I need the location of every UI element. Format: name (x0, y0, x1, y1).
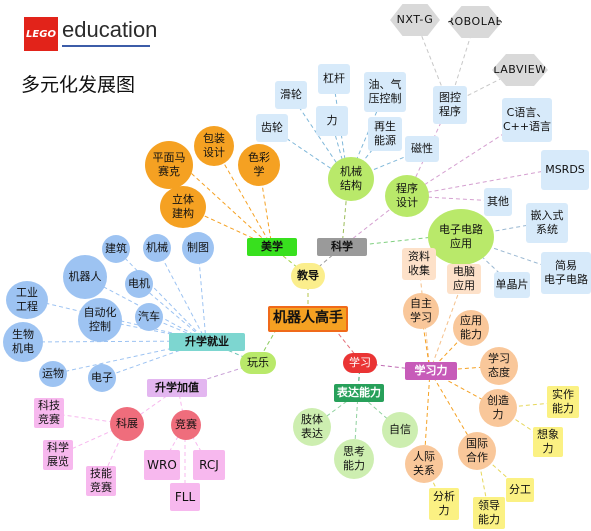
node-analysis-ability: 分析力 (429, 488, 459, 520)
node-science: 科学 (317, 238, 367, 256)
node-programming: 程序设计 (385, 175, 429, 217)
node-embedded-system: 嵌入式系统 (526, 203, 568, 243)
node-automation-control: 自动化控制 (78, 298, 122, 342)
node-color: 色彩学 (238, 144, 280, 186)
node-lever: 杠杆 (318, 64, 350, 94)
node-learning-attitude: 学习态度 (480, 347, 518, 385)
node-biomechanical: 生物机电 (3, 322, 43, 362)
node-employment: 升学就业 (169, 333, 245, 351)
node-division-of-labor: 分工 (506, 478, 534, 502)
node-electronics: 电子电路应用 (428, 209, 494, 265)
node-flat-mosaic: 平面马赛克 (145, 141, 193, 189)
node-body-language: 肢体表达 (293, 408, 331, 446)
node-science-exhibition: 科学展览 (43, 440, 73, 470)
node-machinery: 机械 (143, 234, 171, 262)
node-industrial-engineering: 工业工程 (6, 281, 48, 319)
node-motor: 电机 (125, 270, 153, 298)
brand-name: education (62, 17, 158, 42)
node-gear: 齿轮 (256, 114, 288, 142)
node-hydraulic: 油、气压控制 (364, 72, 406, 112)
node-self-study: 自主学习 (403, 293, 439, 329)
node-science-fair: 科展 (110, 407, 144, 441)
node-3d-modeling: 立体建构 (160, 186, 206, 228)
node-center: 机器人高手 (268, 306, 348, 332)
node-international-cooperation: 国际合作 (458, 432, 496, 470)
node-practical-ability: 实作能力 (547, 386, 579, 418)
lego-logo: LEGO (24, 17, 58, 51)
node-msrds: MSRDS (541, 150, 589, 190)
node-expression: 表达能力 (334, 384, 384, 402)
node-automobile: 汽车 (135, 303, 163, 331)
node-leadership: 领导能力 (473, 497, 505, 529)
brand-underline (62, 45, 150, 47)
node-other: 其他 (484, 188, 512, 216)
node-robot: 机器人 (63, 255, 107, 299)
node-computer-application: 电脑应用 (447, 264, 481, 294)
node-logistics: 运物 (39, 361, 67, 387)
node-teaching: 教导 (291, 263, 325, 289)
node-renewable-energy: 再生能源 (368, 117, 402, 151)
node-confidence: 自信 (382, 412, 418, 448)
node-info-collection: 资料收集 (402, 248, 436, 280)
node-electronics-job: 电子 (88, 364, 116, 392)
node-interpersonal: 人际关系 (405, 445, 443, 483)
node-force: 力 (316, 106, 348, 136)
node-mechanical-structure: 机械结构 (328, 157, 374, 201)
node-aesthetics: 美学 (247, 238, 297, 256)
node-skill-competition: 技能竞赛 (86, 466, 116, 496)
node-wro: WRO (144, 450, 180, 480)
node-architecture: 建筑 (102, 235, 130, 263)
node-drafting: 制图 (182, 232, 214, 264)
node-tech-competition: 科技竞赛 (34, 398, 64, 428)
node-c-language: C语言、C++语言 (502, 98, 552, 142)
node-study: 学习 (343, 353, 377, 373)
node-imagination: 想象力 (533, 427, 563, 457)
node-single-chip: 单晶片 (494, 272, 530, 298)
node-package-design: 包装设计 (194, 126, 234, 166)
lego-logo-text: LEGO (26, 28, 56, 40)
node-application-ability: 应用能力 (453, 310, 489, 346)
node-graphical-programming: 图控程序 (433, 86, 467, 124)
node-creativity: 创造力 (479, 389, 517, 427)
node-further-study: 升学加值 (147, 379, 207, 397)
node-nxt-g: NXT-G (390, 4, 440, 36)
node-learning-ability: 学习力 (405, 362, 457, 380)
page-title: 多元化发展图 (21, 74, 136, 96)
node-play: 玩乐 (240, 352, 276, 374)
node-fll: FLL (170, 483, 200, 511)
node-magnetism: 磁性 (405, 136, 439, 162)
node-simple-circuit: 简易电子电路 (541, 252, 591, 294)
node-thinking-ability: 思考能力 (334, 439, 374, 479)
node-rcj: RCJ (193, 450, 225, 480)
node-pulley: 滑轮 (275, 81, 307, 109)
node-competition: 竞赛 (171, 410, 201, 440)
